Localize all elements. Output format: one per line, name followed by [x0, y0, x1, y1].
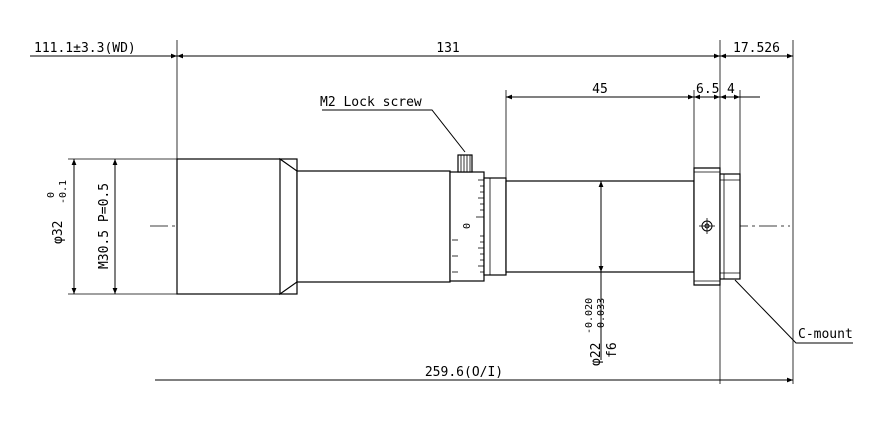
- rear-tube: [505, 180, 695, 273]
- thread-label: M30.5 P=0.5: [97, 183, 112, 269]
- d22-label: φ22: [589, 343, 604, 366]
- d32-tol-upper: 0: [46, 192, 57, 198]
- overall-label: 259.6(O/I): [425, 365, 503, 380]
- d32-tol-lower: -0.1: [58, 180, 69, 204]
- dim-4-label: 4: [727, 82, 735, 97]
- d22-tol-lower: -0.033: [596, 298, 607, 334]
- d22-fit: f6: [605, 342, 620, 358]
- barrel-taper: [279, 157, 298, 296]
- d22-tol-upper: -0.020: [584, 298, 595, 334]
- lock-screw: [457, 154, 473, 173]
- flange-label: 17.526: [733, 41, 780, 56]
- c-mount-thread: [719, 173, 741, 280]
- c-mount-leader: [734, 279, 853, 344]
- front-barrel: [176, 158, 298, 295]
- scale-ticks: [476, 179, 484, 273]
- collar: [483, 177, 507, 276]
- lock-screw-label: M2 Lock screw: [320, 95, 422, 110]
- lens-body: 0: [176, 157, 741, 296]
- dim-6-5-label: 6.5: [696, 82, 719, 97]
- wd-label: 111.1±3.3(WD): [34, 41, 136, 56]
- dim-131-label: 131: [436, 41, 459, 56]
- lock-screw-leader: [322, 109, 466, 153]
- scale-zero-label: 0: [462, 223, 473, 229]
- dim-45-label: 45: [592, 82, 608, 97]
- c-mount-label: C-mount: [798, 327, 853, 342]
- middle-barrel: [296, 170, 451, 283]
- d32-label: φ32: [51, 221, 66, 244]
